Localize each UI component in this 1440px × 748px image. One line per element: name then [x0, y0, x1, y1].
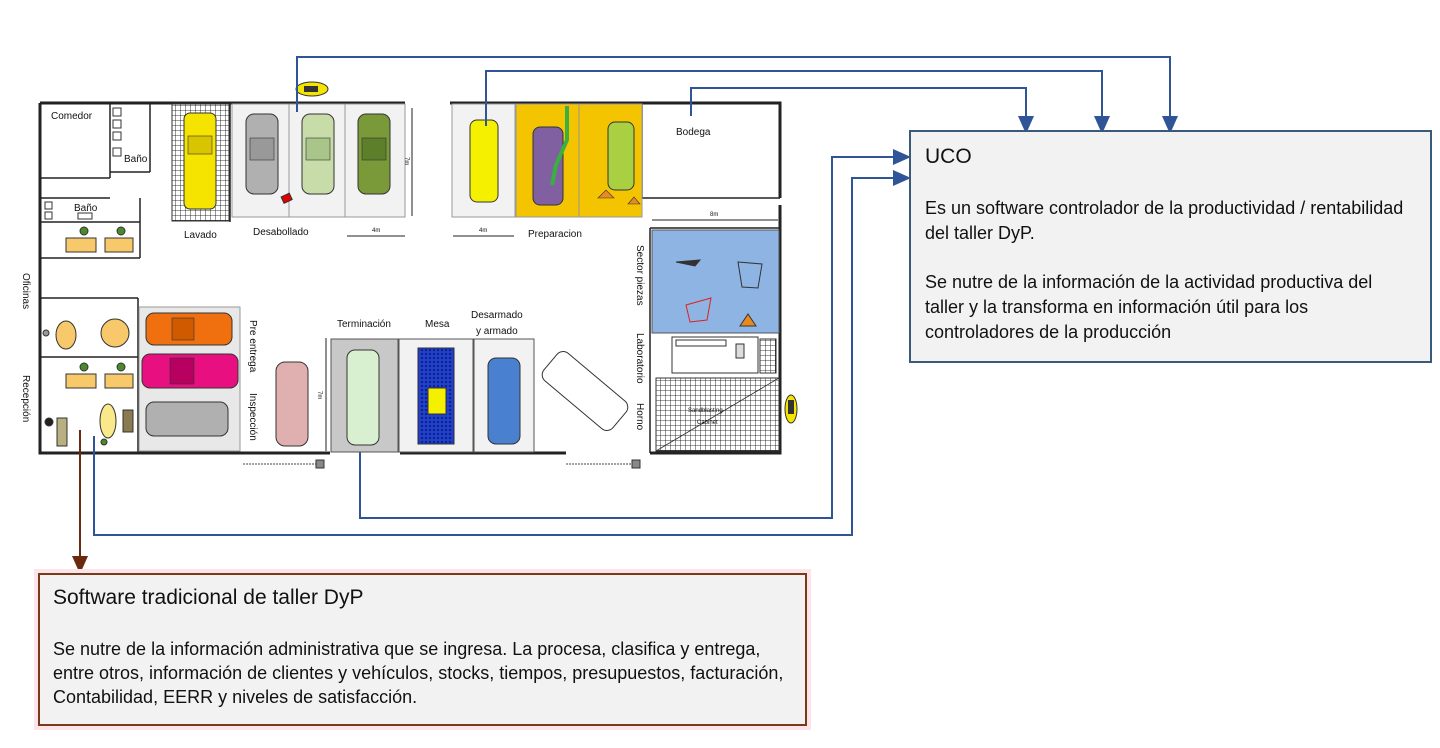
room-label-desarmado-2: y armado [476, 326, 518, 337]
room-label-desabollado: Desabollado [253, 227, 309, 238]
room-label-desarmado-1: Desarmado [471, 310, 523, 321]
room-label-sandblasting-1: Sandblasting [688, 408, 723, 414]
fire-extinguisher-icon [784, 394, 798, 424]
dim-4m-b: 4m [479, 228, 487, 234]
uco-paragraph-1: Es un software controlador de la product… [925, 198, 1404, 243]
laboratorio-equipment [671, 336, 777, 374]
dim-7m-a: 7m [403, 157, 409, 165]
dim-7m-b: 7m [316, 391, 322, 399]
room-label-bano-2: Baño [74, 203, 98, 214]
uco-data-flow-arrows [93, 56, 1178, 536]
room-label-comedor: Comedor [51, 111, 93, 122]
desabollado-cars [245, 113, 391, 204]
room-label-laboratorio: Laboratorio [634, 333, 645, 384]
uco-title: UCO [925, 145, 972, 168]
traditional-title: Software tradicional de taller DyP [53, 586, 364, 609]
room-label-lavado: Lavado [184, 230, 217, 241]
room-label-sandblasting-2: Cabinet [697, 420, 718, 426]
room-label-preparacion: Preparacion [528, 229, 582, 240]
room-label-terminacion: Terminación [337, 319, 391, 330]
dim-4m-a: 4m [372, 228, 380, 234]
traditional-paragraph: Se nutre de la información administrativ… [53, 639, 784, 707]
uco-paragraph-2: Se nutre de la información de la activid… [925, 272, 1373, 342]
office-desks [42, 226, 134, 447]
bay-cars [346, 347, 629, 446]
sector-piezas [651, 229, 780, 334]
room-label-mesa: Mesa [425, 319, 450, 330]
room-label-recepcion: Recepción [20, 375, 31, 422]
room-label-bodega: Bodega [676, 127, 711, 138]
room-label-oficinas: Oficinas [20, 273, 31, 309]
traditional-software-box: Software tradicional de taller DyP Se nu… [38, 573, 807, 726]
room-label-bano-1: Baño [124, 154, 148, 165]
room-label-sector-piezas: Sector piezas [634, 245, 645, 306]
toilet-icon [44, 107, 122, 220]
dim-8m: 8m [710, 212, 718, 218]
lavado-car [183, 112, 217, 210]
room-label-inspeccion: Inspección [247, 393, 258, 441]
piezas-items [675, 259, 763, 327]
inspeccion-car [275, 361, 309, 447]
uco-description-box: UCO Es un software controlador de la pro… [909, 130, 1432, 363]
preparacion-cars [469, 106, 641, 206]
parked-cars [141, 312, 239, 437]
room-label-pre-entrega: Pre entrega [247, 320, 258, 373]
room-label-horno: Horno [634, 403, 645, 431]
building-walls [38, 101, 782, 455]
fire-extinguisher-icon-top [295, 81, 329, 97]
